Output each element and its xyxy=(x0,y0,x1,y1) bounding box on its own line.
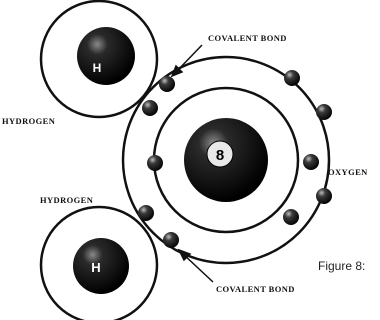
hydrogen-top-nucleus-label: H xyxy=(93,61,102,75)
electron-inner-left xyxy=(147,155,163,171)
label-covalent-bond-top: Covalent Bond xyxy=(208,33,287,43)
electron-bond-bottom-a xyxy=(138,205,154,221)
label-covalent-bond-bottom: Covalent Bond xyxy=(216,284,295,294)
electron-outer-right-lower xyxy=(316,188,332,204)
electron-outer-right-upper xyxy=(316,104,332,120)
label-hydrogen-top: Hydrogen xyxy=(2,116,56,126)
hydrogen-bottom-nucleus-label: H xyxy=(91,260,100,275)
hydrogen-bottom-nucleus xyxy=(73,238,129,294)
electron-bond-top-b xyxy=(142,100,158,116)
electron-inner-right xyxy=(303,154,319,170)
electron-bond-top-a xyxy=(159,76,175,92)
label-hydrogen-bottom: Hydrogen xyxy=(40,195,94,205)
figure-caption: Figure 8: xyxy=(318,259,365,273)
arrow-top-line xyxy=(176,45,202,72)
oxygen-atomic-number: 8 xyxy=(216,147,224,164)
electron-bond-bottom-b xyxy=(163,232,179,248)
hydrogen-top-nucleus xyxy=(77,27,135,85)
electron-outer-top-right xyxy=(284,70,300,86)
label-oxygen: Oxygen xyxy=(328,167,368,177)
electron-outer-bottom-right xyxy=(283,209,299,225)
